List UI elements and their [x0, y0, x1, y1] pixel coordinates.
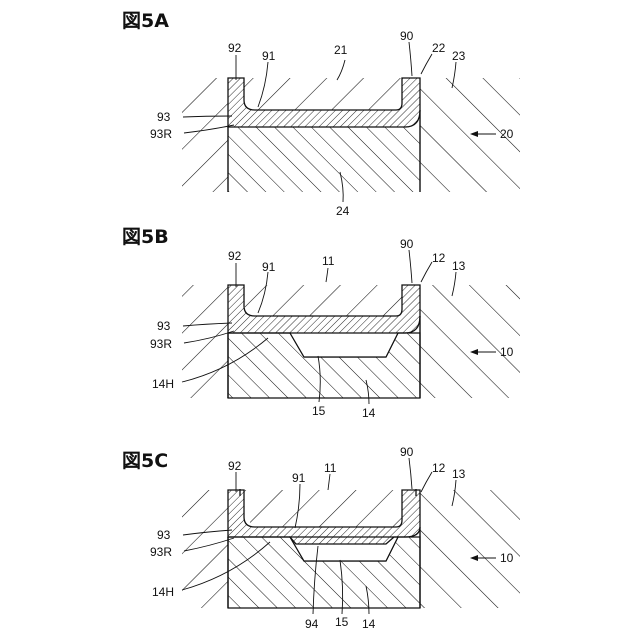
figure-5c: 図5C 92 91 11 90 12 13 93 93R — [122, 445, 520, 631]
leader-line — [421, 262, 432, 282]
label-91: 91 — [262, 49, 276, 63]
label-93r: 93R — [150, 337, 172, 351]
label-93r: 93R — [150, 127, 172, 141]
label-15: 15 — [335, 615, 349, 629]
groove — [290, 333, 398, 357]
figure-title: 図5C — [122, 450, 168, 472]
label-24: 24 — [336, 204, 350, 218]
left-outer-block — [182, 285, 228, 398]
label-10: 10 — [500, 551, 514, 565]
label-92: 92 — [228, 249, 242, 263]
figure-5a: 図5A 92 91 21 90 22 23 93 93R 20 — [122, 10, 520, 218]
left-outer-block — [182, 78, 228, 192]
label-15: 15 — [312, 404, 326, 418]
leader-line — [409, 42, 412, 76]
label-90: 90 — [400, 29, 414, 43]
leader-line — [409, 250, 412, 283]
label-21: 21 — [334, 43, 348, 57]
label-12: 12 — [432, 251, 446, 265]
label-92: 92 — [228, 41, 242, 55]
label-14h: 14H — [152, 585, 174, 599]
label-14: 14 — [362, 406, 376, 420]
label-93: 93 — [157, 319, 171, 333]
right-part — [420, 490, 520, 608]
lower-base — [228, 127, 420, 192]
figure-title: 図5B — [122, 226, 169, 248]
leader-line — [409, 458, 412, 489]
upper-part — [244, 490, 402, 527]
upper-part — [244, 285, 402, 316]
label-23: 23 — [452, 49, 466, 63]
leader-line — [337, 60, 345, 80]
label-90: 90 — [400, 237, 414, 251]
figure-5b: 図5B 92 91 11 90 12 13 93 93R 14H 10 — [122, 226, 520, 420]
label-22: 22 — [432, 41, 446, 55]
leader-line — [421, 472, 432, 492]
right-part — [420, 285, 520, 398]
label-12: 12 — [432, 461, 446, 475]
label-20: 20 — [500, 127, 514, 141]
figure-title: 図5A — [122, 10, 169, 32]
label-91: 91 — [292, 471, 306, 485]
leader-line — [421, 54, 432, 74]
label-13: 13 — [452, 259, 466, 273]
label-13: 13 — [452, 467, 466, 481]
leader-line — [326, 268, 328, 282]
label-14: 14 — [362, 617, 376, 631]
label-94: 94 — [305, 617, 319, 631]
label-10: 10 — [500, 345, 514, 359]
leader-line — [328, 474, 330, 490]
label-92: 92 — [228, 459, 242, 473]
label-93: 93 — [157, 110, 171, 124]
label-11: 11 — [322, 254, 335, 268]
label-14h: 14H — [152, 377, 174, 391]
label-11: 11 — [324, 461, 337, 475]
left-outer-block — [182, 490, 228, 608]
label-93: 93 — [157, 528, 171, 542]
upper-part — [244, 78, 402, 110]
label-93r: 93R — [150, 545, 172, 559]
label-90: 90 — [400, 445, 414, 459]
label-91: 91 — [262, 260, 276, 274]
